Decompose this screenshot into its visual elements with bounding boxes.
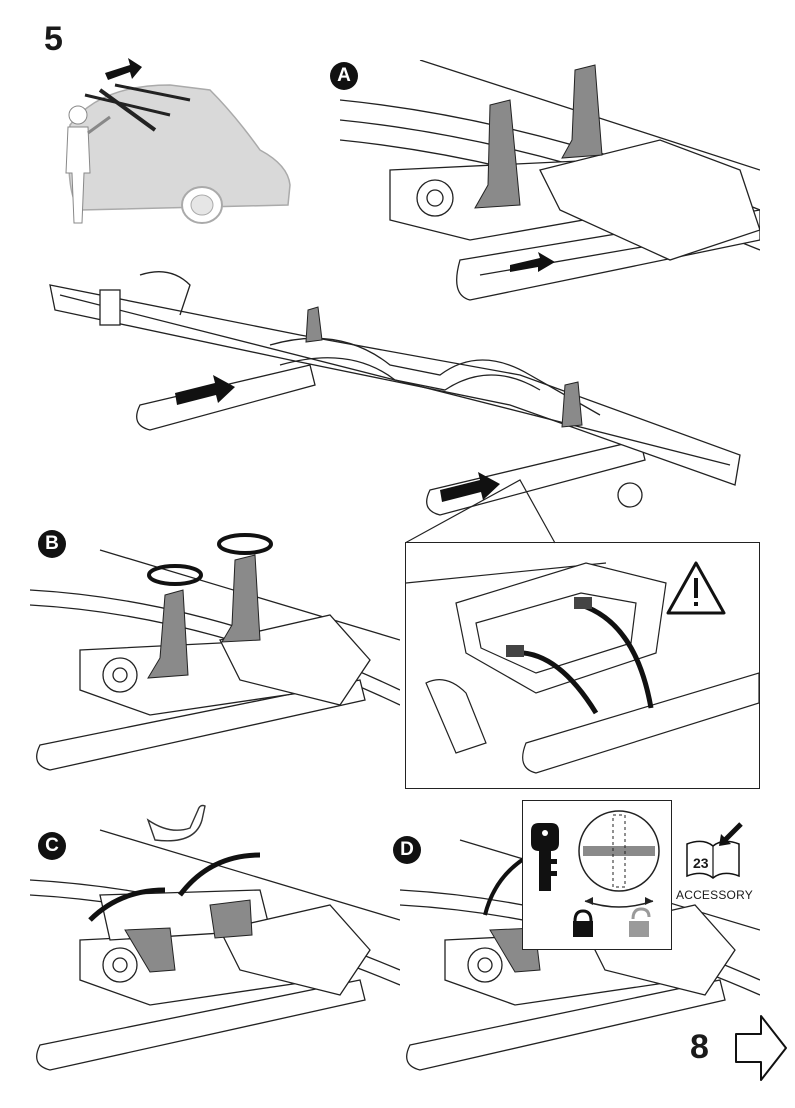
lock-detail-illustration	[531, 810, 660, 937]
panel-a-badge: A	[330, 62, 358, 90]
panel-d-badge: D	[393, 836, 421, 864]
bike-rack-assembly-illustration	[49, 271, 741, 516]
strength-arm-icon	[146, 804, 206, 842]
rotate-arrow-icon	[147, 533, 273, 586]
accessory-label: ACCESSORY	[676, 888, 753, 902]
next-page-arrow-icon[interactable]	[733, 1012, 789, 1084]
push-arrow-icon	[105, 58, 142, 80]
step-number: 5	[44, 20, 63, 58]
car-illustration	[65, 58, 291, 224]
lock-open-icon	[629, 907, 651, 937]
accessory-page-ref: 23	[693, 855, 709, 871]
accessory-book-icon[interactable]	[683, 822, 745, 880]
panel-a-illustration	[340, 60, 760, 301]
panel-b-badge: B	[38, 530, 66, 558]
lock-inset-box	[522, 800, 672, 950]
page-number: 8	[690, 1028, 709, 1066]
person-figure	[65, 105, 111, 224]
strap-detail-illustration	[406, 561, 759, 774]
key-icon	[531, 823, 559, 891]
panel-c-illustration	[30, 804, 400, 1071]
warning-triangle-icon	[666, 561, 726, 615]
inset-callout-lines	[405, 479, 556, 544]
lock-closed-icon	[573, 909, 593, 937]
warning-inset-box	[405, 542, 760, 789]
panel-b-illustration	[30, 533, 400, 771]
panel-c-badge: C	[38, 832, 66, 860]
